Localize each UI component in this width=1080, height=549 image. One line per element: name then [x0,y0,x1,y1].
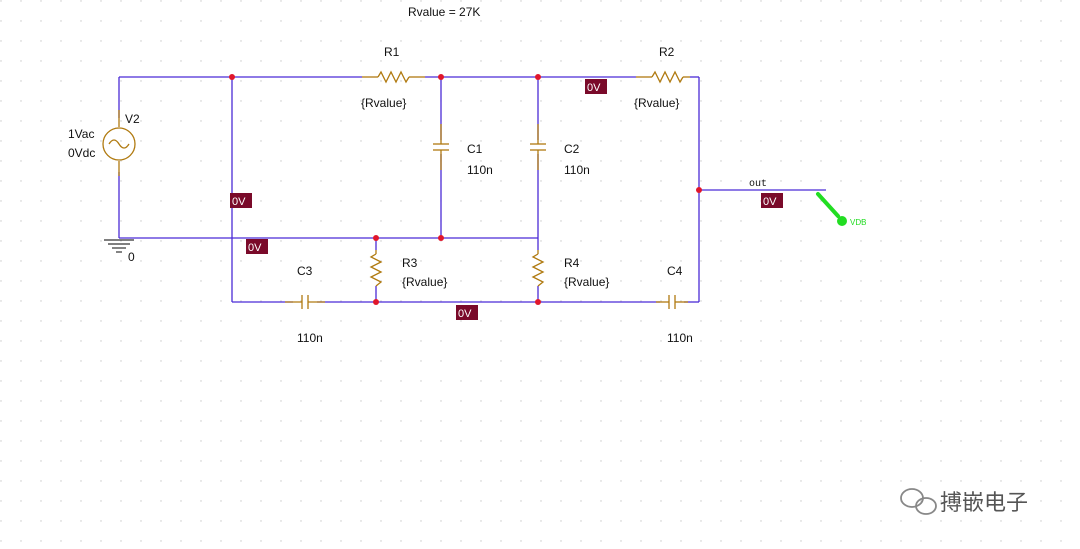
svg-text:0V: 0V [232,196,246,208]
svg-text:0V: 0V [458,308,472,320]
label-c3-value[interactable]: 110n [297,331,323,345]
watermark-text: 搏嵌电子 [940,491,1028,516]
watermark: 搏嵌电子 [900,488,1028,516]
label-r2-ref[interactable]: R2 [659,45,675,59]
wechat-icon [900,488,937,515]
junction-dot [535,74,541,80]
svg-text:0V: 0V [587,82,601,94]
ground-icon [104,239,134,253]
junction-dot [438,74,444,80]
label-r3-ref[interactable]: R3 [402,256,418,270]
probe-icon [816,192,840,218]
label-c4-ref[interactable]: C4 [667,264,683,278]
voltage-source-v2[interactable] [102,110,136,176]
voltage-badge[interactable]: 0V [230,193,252,208]
label-r2-value[interactable]: {Rvalue} [634,96,679,110]
label-r3-value[interactable]: {Rvalue} [402,275,447,289]
svg-text:0V: 0V [248,242,262,254]
label-c2-ref[interactable]: C2 [564,142,580,156]
param-rvalue[interactable]: Rvalue = 27K [408,5,480,19]
label-c4-value[interactable]: 110n [667,331,693,345]
label-r4-value[interactable]: {Rvalue} [564,275,609,289]
label-c1-ref[interactable]: C1 [467,142,483,156]
ground-label: 0 [128,250,135,264]
voltage-badge[interactable]: 0V [761,193,783,208]
resistor-r4[interactable] [531,250,545,287]
net-out-label[interactable]: out [749,179,767,190]
voltage-badge[interactable]: 0V [585,79,607,94]
svg-text:0V: 0V [763,196,777,208]
junction-dot [229,74,235,80]
voltage-badge[interactable]: 0V [456,305,478,320]
capacitor-c4[interactable] [656,295,688,309]
junction-dot [535,299,541,305]
label-c3-ref[interactable]: C3 [297,264,313,278]
resistor-r1[interactable] [362,70,425,84]
junction-dot [696,187,702,193]
capacitor-c2[interactable] [530,124,546,170]
probe-tip [837,216,847,226]
resistor-r2[interactable] [636,70,690,84]
vdb-probe[interactable]: VDB [816,192,866,227]
junction-dot [373,299,379,305]
label-v2-dc[interactable]: 0Vdc [68,146,95,160]
resistor-r3[interactable] [369,250,383,287]
voltage-badge[interactable]: 0V [246,239,268,254]
parts [102,70,690,309]
label-v2-ac[interactable]: 1Vac [68,127,94,141]
label-r4-ref[interactable]: R4 [564,256,580,270]
capacitor-c1[interactable] [433,124,449,170]
label-r1-ref[interactable]: R1 [384,45,400,59]
label-v2-ref[interactable]: V2 [125,112,140,126]
label-c2-value[interactable]: 110n [564,163,590,177]
junction-dot [373,235,379,241]
probe-label: VDB [850,218,866,227]
label-c1-value[interactable]: 110n [467,163,493,177]
junction-dot [438,235,444,241]
junctions [229,74,702,305]
label-r1-value[interactable]: {Rvalue} [361,96,406,110]
capacitor-c3[interactable] [285,295,325,309]
